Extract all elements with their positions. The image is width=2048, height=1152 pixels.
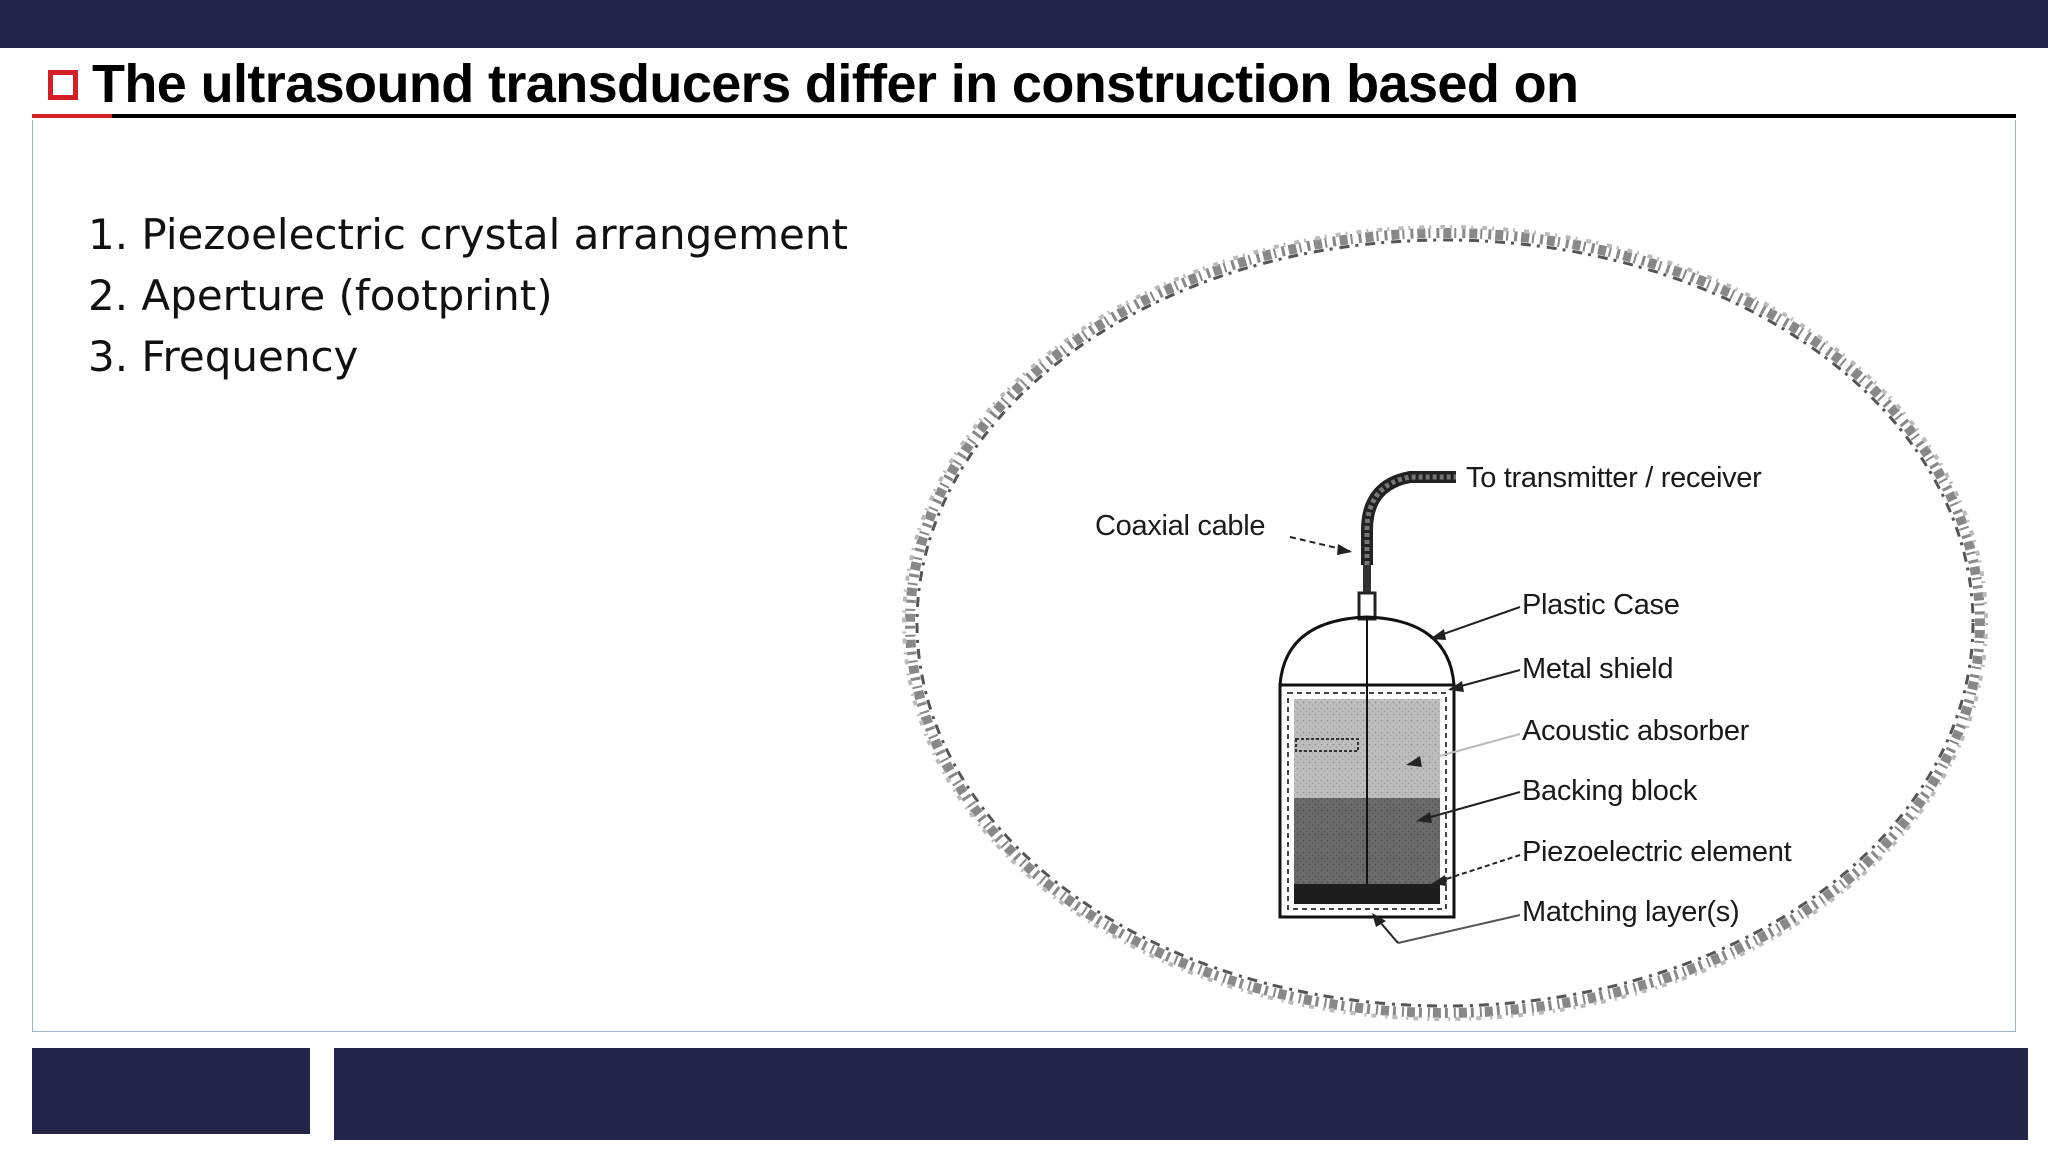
content-frame	[32, 120, 2016, 1032]
label-piezoelectric-element: Piezoelectric element	[1522, 836, 1792, 868]
label-to-transmitter: To transmitter / receiver	[1466, 462, 1762, 494]
label-plastic-case: Plastic Case	[1522, 589, 1680, 621]
list-item: 1. Piezoelectric crystal arrangement	[88, 210, 848, 259]
checkbox-icon	[48, 70, 78, 100]
label-acoustic-absorber: Acoustic absorber	[1522, 715, 1750, 747]
header-band	[0, 0, 2048, 48]
footer-block-right	[334, 1048, 2028, 1140]
title-underline	[32, 114, 2016, 118]
label-coaxial-cable: Coaxial cable	[1095, 510, 1266, 542]
label-matching-layers: Matching layer(s)	[1522, 896, 1740, 928]
slide-title: The ultrasound transducers differ in con…	[92, 54, 1579, 114]
oval-frame	[905, 228, 1985, 1018]
transducer-diagram: To transmitter / receiver Coaxial cable …	[900, 215, 1990, 1027]
title-row: The ultrasound transducers differ in con…	[48, 54, 1579, 114]
label-metal-shield: Metal shield	[1522, 653, 1674, 685]
transducer-drawing	[902, 225, 1988, 1021]
piezo-element	[1294, 884, 1440, 904]
plastic-case	[1278, 615, 1456, 686]
list-item: 3. Frequency	[88, 332, 359, 381]
footer-block-left	[32, 1048, 310, 1134]
list-item: 2. Aperture (footprint)	[88, 271, 553, 320]
title-underline-accent	[32, 114, 112, 118]
bullet-list: 1. Piezoelectric crystal arrangement 2. …	[88, 204, 848, 387]
label-backing-block: Backing block	[1522, 775, 1698, 807]
